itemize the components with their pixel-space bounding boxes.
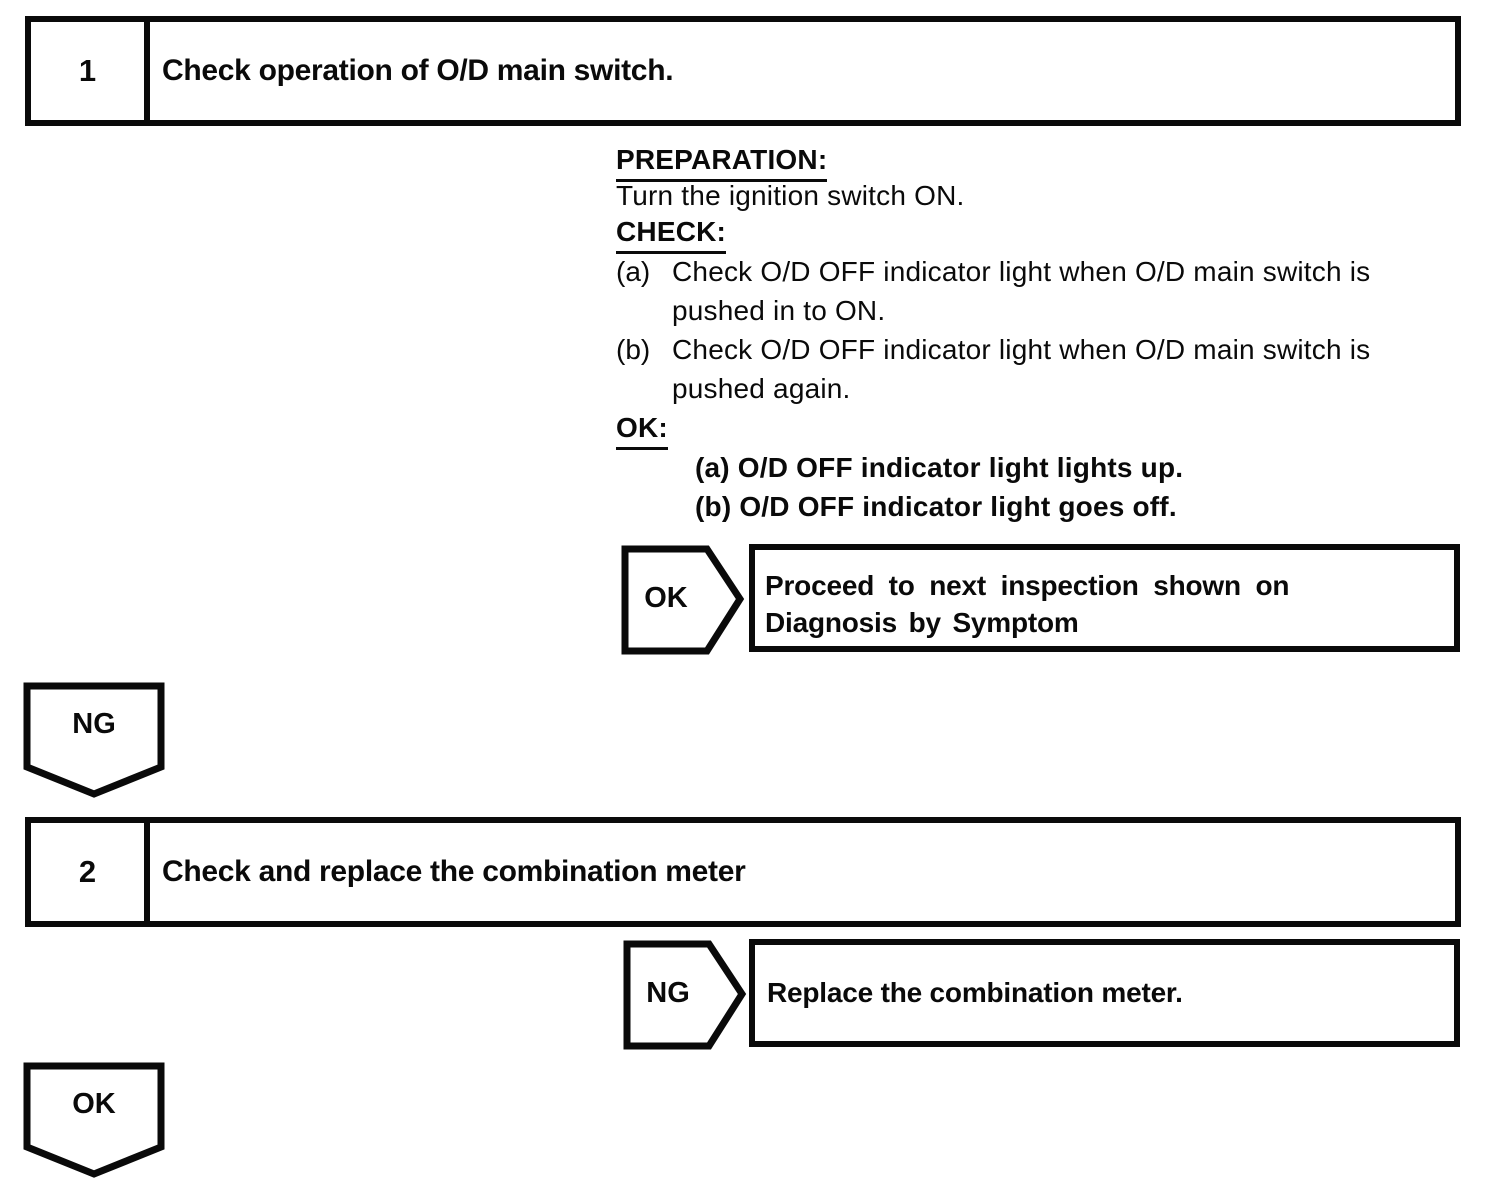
- ng-flag-down-shape: [23, 682, 165, 798]
- step-2-ok-connector: OK: [23, 1062, 169, 1182]
- check-item-a: (a) Check O/D OFF indicator light when O…: [616, 252, 1370, 330]
- check-item-a-marker: (a): [616, 256, 651, 287]
- step-2-number: 2: [31, 823, 150, 921]
- ok-criteria-item-b: (b) O/D OFF indicator light goes off.: [695, 491, 1177, 522]
- check-item-a-line2: pushed in to ON.: [672, 295, 886, 326]
- preparation-label: PREPARATION:: [616, 144, 828, 182]
- step-1-ng-connector: NG: [23, 682, 169, 802]
- ok-flag-right-shape: [621, 545, 745, 655]
- step-2-ng-result-box: Replace the combination meter.: [749, 939, 1460, 1047]
- ok-result-line1: Proceed to next inspection shown on: [765, 570, 1290, 601]
- check-item-b-line2: pushed again.: [672, 373, 851, 404]
- step-1-ok-connector: OK: [621, 545, 745, 655]
- ok-flag-down-shape: [23, 1062, 165, 1178]
- ok-criteria-label: OK:: [616, 412, 668, 450]
- check-item-b-marker: (b): [616, 334, 651, 365]
- ok-criteria-item-a: (a) O/D OFF indicator light lights up.: [695, 452, 1184, 483]
- check-label: CHECK:: [616, 216, 727, 254]
- step-1-ng-connector-label: NG: [72, 707, 116, 740]
- step-2-ng-connector: NG: [623, 940, 747, 1050]
- check-item-a-line1: Check O/D OFF indicator light when O/D m…: [672, 256, 1371, 287]
- step-2-title: Check and replace the combination meter: [162, 855, 746, 888]
- ng-flag-right-shape: [623, 940, 747, 1050]
- step-1-box: 1 Check operation of O/D main switch.: [25, 16, 1461, 126]
- step-2-ok-connector-label: OK: [72, 1087, 116, 1120]
- step-1-number: 1: [31, 22, 150, 120]
- step-2-ng-connector-label: NG: [646, 976, 690, 1009]
- ng-result-text: Replace the combination meter.: [767, 977, 1183, 1008]
- preparation-text: Turn the ignition switch ON.: [616, 180, 965, 211]
- check-item-b: (b) Check O/D OFF indicator light when O…: [616, 330, 1370, 408]
- step-1-ok-result-box: Proceed to next inspection shown on Diag…: [749, 544, 1460, 652]
- check-item-b-line1: Check O/D OFF indicator light when O/D m…: [672, 334, 1371, 365]
- step-1-ok-connector-label: OK: [644, 581, 688, 614]
- step-2-box: 2 Check and replace the combination mete…: [25, 817, 1461, 927]
- ok-result-line2: Diagnosis by Symptom: [765, 607, 1079, 638]
- step-1-title: Check operation of O/D main switch.: [162, 54, 674, 87]
